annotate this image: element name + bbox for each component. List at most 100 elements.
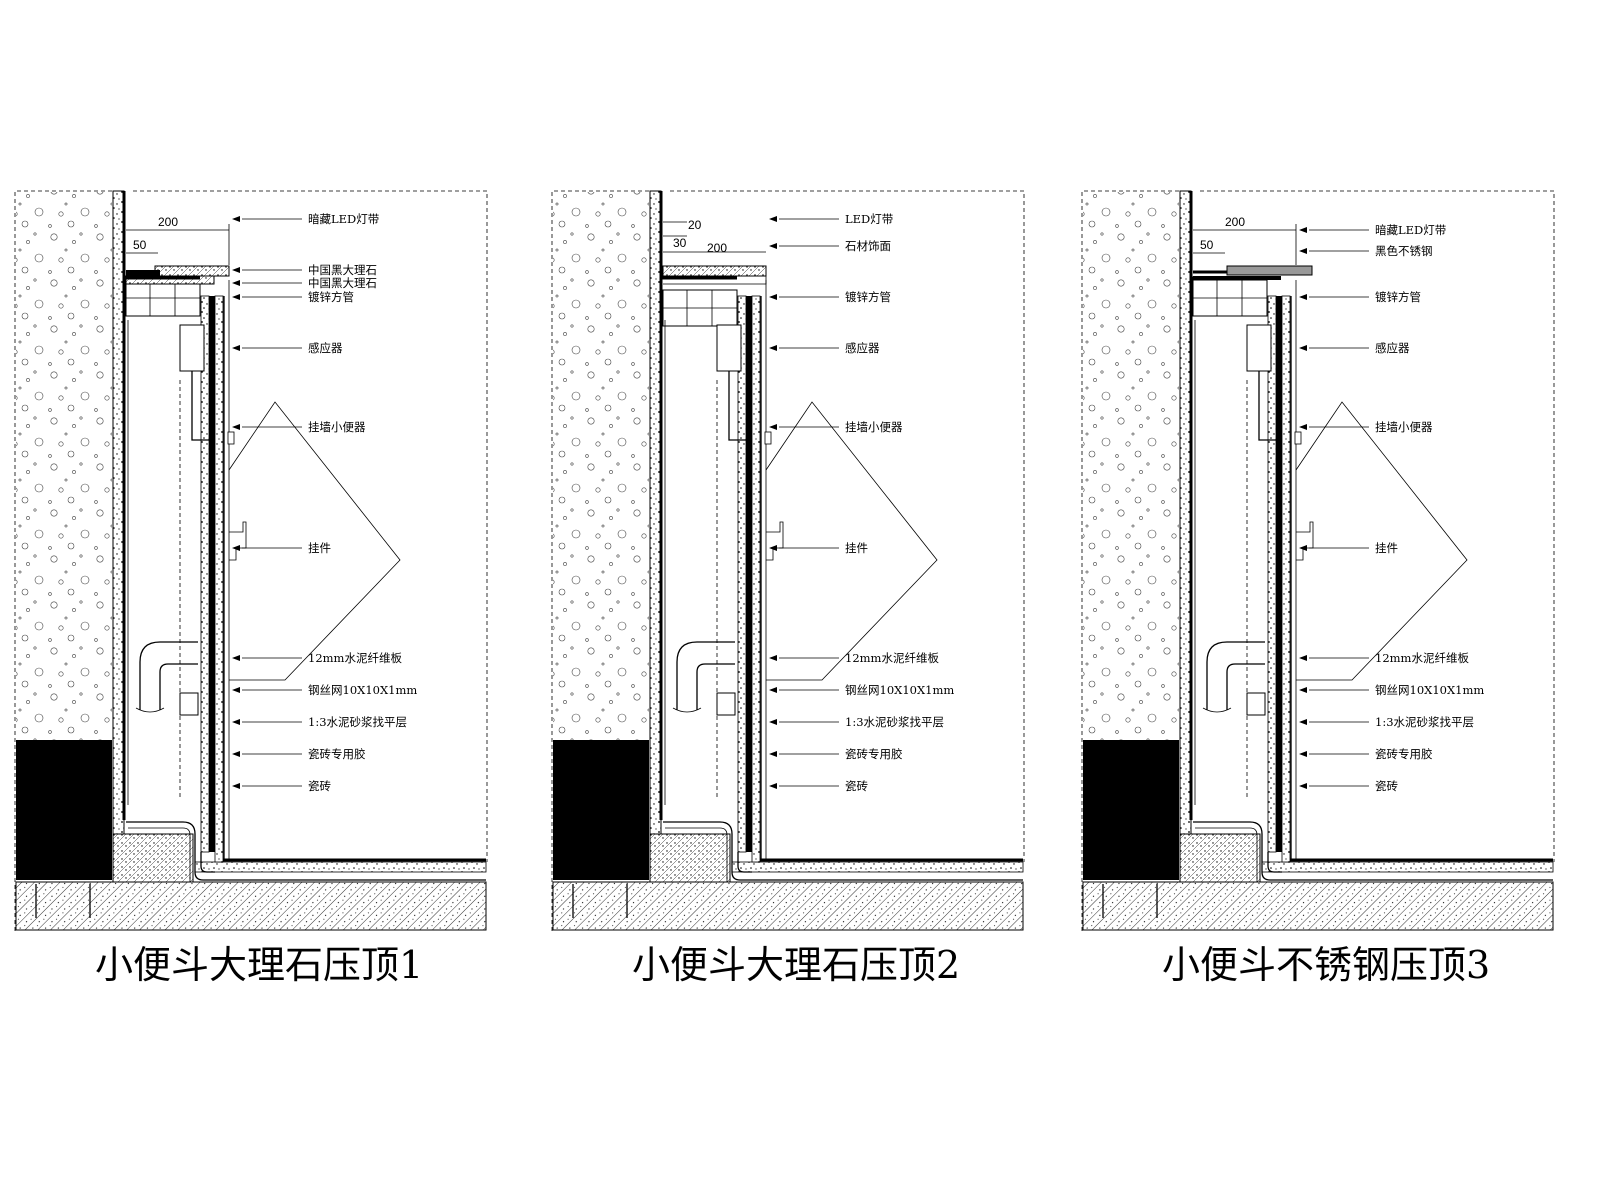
urinal-bolt	[227, 431, 235, 445]
led-strip	[126, 270, 160, 276]
membrane-line-inner	[128, 827, 191, 882]
annotation-label: LED灯带	[845, 212, 893, 226]
leader-arrowhead	[769, 687, 777, 693]
leader-arrowhead	[769, 545, 777, 551]
annotation-label: 镀锌方管	[308, 290, 354, 304]
sensor-cable	[728, 371, 747, 441]
leader-arrowhead	[232, 687, 240, 693]
stone-facing	[662, 265, 767, 277]
screed-block	[1179, 833, 1261, 883]
board-corner	[1267, 852, 1282, 873]
annotation-label: 12mm水泥纤维板	[308, 651, 402, 665]
board-corner	[200, 852, 215, 873]
detail-steel-3: 20050暗藏LED灯带黑色不锈钢镀锌方管感应器挂墙小便器挂件12mm水泥纤维板…	[1081, 190, 1555, 987]
leader-arrowhead	[232, 267, 240, 273]
dim-50: 50	[133, 238, 147, 252]
leader-arrowhead	[1299, 248, 1307, 254]
floor-mortar	[731, 861, 1024, 873]
urinal-bolt	[1294, 431, 1302, 445]
screed-block	[112, 833, 194, 883]
drain-opening	[135, 707, 165, 713]
section-boundary	[551, 190, 1025, 931]
annotation-label: 挂墙小便器	[1375, 420, 1433, 434]
annotation-label: 1:3水泥砂浆找平层	[308, 715, 407, 729]
leader-arrowhead	[1299, 345, 1307, 351]
detail-marble-1: 20050暗藏LED灯带中国黑大理石中国黑大理石镀锌方管感应器挂墙小便器挂件12…	[14, 190, 488, 987]
detail-title: 小便斗不锈钢压顶3	[1162, 943, 1490, 987]
annotation-label: 瓷砖专用胶	[1375, 747, 1433, 761]
membrane-line	[126, 821, 486, 881]
marble-underlay	[125, 275, 215, 285]
section-boundary	[14, 190, 488, 931]
floor-slab	[552, 881, 1024, 931]
concrete-block	[553, 740, 649, 880]
annotation-label: 1:3水泥砂浆找平层	[845, 715, 944, 729]
masonry-wall	[553, 192, 649, 740]
leader-arrowhead	[1299, 655, 1307, 661]
leader-arrowhead	[1299, 751, 1307, 757]
annotation-label: 12mm水泥纤维板	[1375, 651, 1469, 665]
annotation-label: 挂件	[308, 541, 331, 555]
annotation-label: 瓷砖	[308, 779, 331, 793]
membrane-line	[663, 821, 1023, 881]
leader-arrowhead	[232, 719, 240, 725]
dim-200: 200	[707, 241, 727, 255]
leader-arrowhead	[769, 783, 777, 789]
mortar-layer	[209, 296, 215, 852]
drain-elbow	[676, 641, 735, 710]
stone-base	[663, 275, 767, 285]
masonry-wall	[16, 192, 112, 740]
sensor-cable	[191, 371, 210, 441]
leader-arrowhead	[232, 783, 240, 789]
dim-30: 30	[673, 236, 687, 250]
wall-hung-urinal	[1295, 401, 1468, 681]
leader-arrowhead	[232, 424, 240, 430]
wall-hung-urinal	[228, 401, 401, 681]
leader-arrowhead	[1299, 424, 1307, 430]
black-stainless-steel	[1226, 265, 1313, 276]
floor-slab	[1082, 881, 1554, 931]
fiber-cement-board	[737, 295, 747, 853]
leader-arrowhead	[232, 280, 240, 286]
leader-arrowhead	[232, 216, 240, 222]
wall-plaster	[112, 190, 125, 884]
leader-arrowhead	[769, 216, 777, 222]
detail-title: 小便斗大理石压顶1	[95, 943, 423, 987]
drain-elbow	[139, 641, 198, 710]
annotation-label: 中国黑大理石	[308, 263, 377, 277]
leader-arrowhead	[769, 751, 777, 757]
annotation-label: 中国黑大理石	[308, 276, 377, 290]
pipe-fitting	[1246, 692, 1266, 716]
annotation-label: 挂件	[1375, 541, 1398, 555]
fiber-cement-board	[1267, 295, 1277, 853]
tile-adhesive	[214, 295, 224, 863]
floor-slab	[15, 881, 487, 931]
leader-arrowhead	[232, 545, 240, 551]
leader-arrowhead	[1299, 719, 1307, 725]
marble-coping	[154, 265, 230, 277]
annotation-label: 感应器	[308, 341, 343, 355]
hanger-bracket	[1296, 521, 1314, 561]
annotation-label: 镀锌方管	[845, 290, 891, 304]
leader-arrowhead	[232, 294, 240, 300]
leader-arrowhead	[232, 345, 240, 351]
drain-elbow-inner	[696, 663, 735, 710]
leader-arrowhead	[769, 345, 777, 351]
drain-elbow	[1206, 641, 1265, 710]
urinal-bolt	[764, 431, 772, 445]
annotation-label: 暗藏LED灯带	[308, 212, 379, 226]
sensor-cable	[1258, 371, 1277, 441]
fiber-cement-board	[200, 295, 210, 853]
annotation-label: 感应器	[845, 341, 880, 355]
annotation-label: 石材饰面	[845, 239, 891, 253]
sensor-box	[179, 324, 205, 372]
annotation-label: 瓷砖专用胶	[845, 747, 903, 761]
annotation-label: 感应器	[1375, 341, 1410, 355]
wall-plaster	[649, 190, 662, 884]
detail-panels: 20050暗藏LED灯带中国黑大理石中国黑大理石镀锌方管感应器挂墙小便器挂件12…	[14, 190, 1555, 987]
membrane-line-inner	[665, 827, 728, 882]
drain-opening	[1202, 707, 1232, 713]
section-boundary	[1081, 190, 1555, 931]
